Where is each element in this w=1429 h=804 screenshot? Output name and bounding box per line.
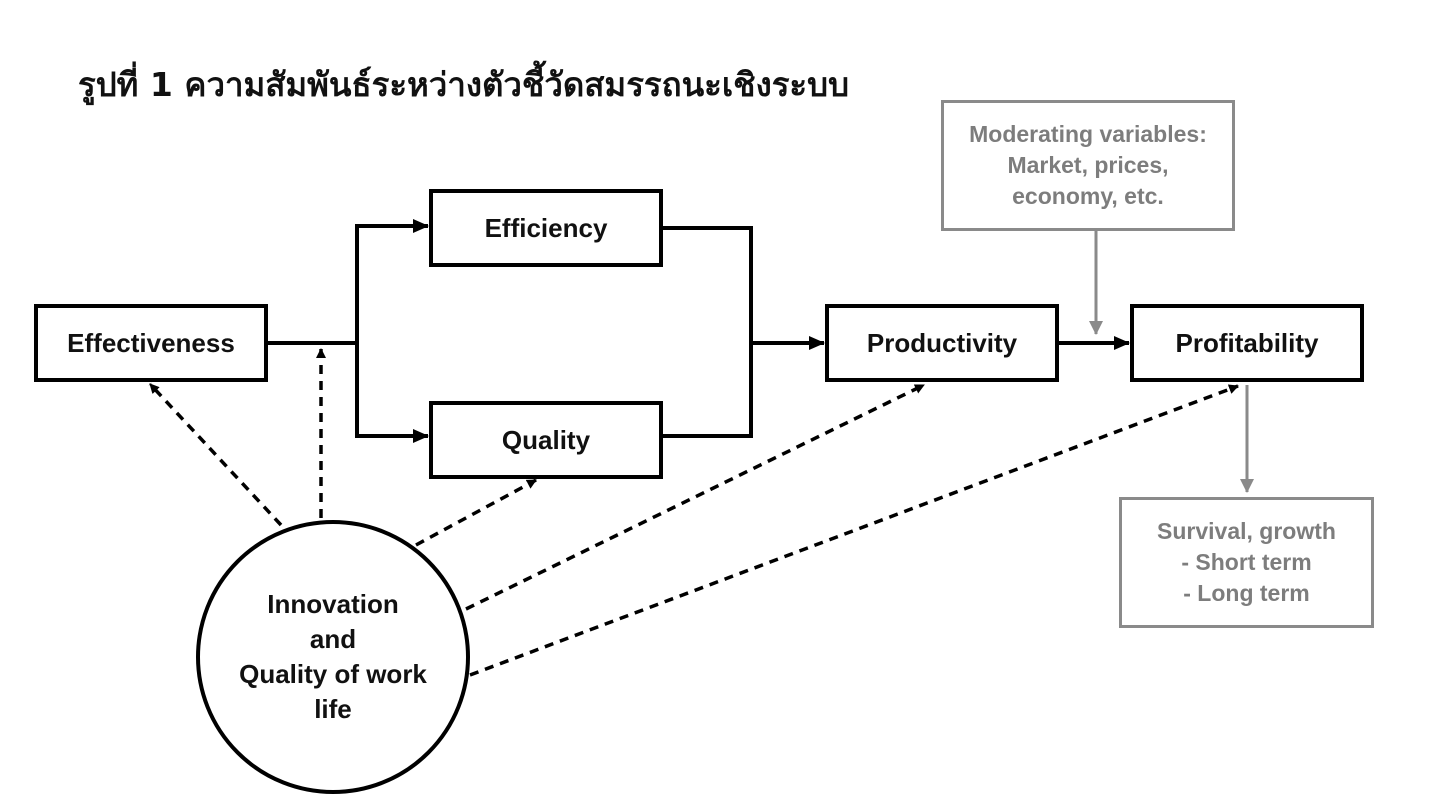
dashed-arrow-to-effectiveness: [148, 382, 283, 527]
outcome-line-1: Survival, growth: [1157, 518, 1336, 544]
quality-label: Quality: [501, 424, 591, 455]
innovation-circle: Innovation and Quality of work life: [196, 520, 470, 794]
outcome-line-3: - Long term: [1183, 580, 1310, 606]
outcome-line-2: - Short term: [1181, 549, 1312, 575]
dashed-arrow-to-productivity: [465, 383, 925, 611]
quality-node: Quality: [429, 401, 663, 479]
dashed-connectors: [148, 348, 1239, 677]
productivity-node: Productivity: [825, 304, 1059, 382]
innovation-line-3: Quality of work: [239, 659, 427, 689]
dashed-arrow-to-profitability: [469, 384, 1239, 677]
moderating-line-1: Moderating variables:: [969, 121, 1207, 147]
page-title: รูปที่ 1 ความสัมพันธ์ระหว่างตัวชี้วัดสมร…: [78, 65, 850, 104]
efficiency-label: Efficiency: [484, 212, 608, 243]
profitability-label: Profitability: [1175, 327, 1319, 358]
moderating-line-3: economy, etc.: [1012, 183, 1164, 209]
productivity-label: Productivity: [866, 327, 1018, 358]
effectiveness-node: Effectiveness: [34, 304, 268, 382]
innovation-line-4: life: [314, 694, 352, 724]
efficiency-node: Efficiency: [429, 189, 663, 267]
moderating-variables-box: Moderating variables: Market, prices, ec…: [941, 100, 1235, 231]
profitability-node: Profitability: [1130, 304, 1364, 382]
gray-connectors: [1089, 229, 1254, 493]
innovation-line-1: Innovation: [267, 589, 399, 619]
solid-connectors: [266, 219, 1130, 443]
innovation-line-2: and: [309, 624, 357, 654]
moderating-line-2: Market, prices,: [1007, 152, 1169, 178]
outcome-box: Survival, growth - Short term - Long ter…: [1119, 497, 1374, 628]
effectiveness-label: Effectiveness: [67, 327, 235, 358]
dashed-arrow-to-quality: [415, 478, 537, 547]
